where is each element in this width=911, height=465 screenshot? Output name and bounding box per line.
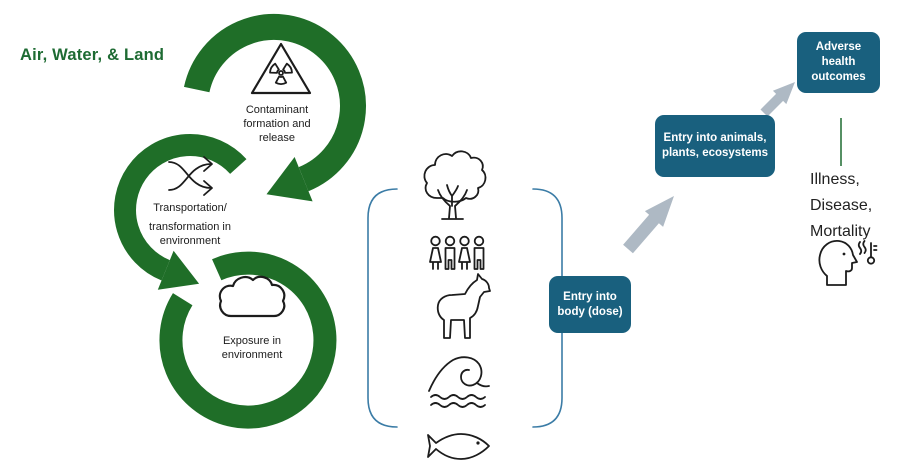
adverse-health-outcomes-box: Adverse health outcomes [797,32,880,93]
illness-disease-mortality-label: Illness, Disease, Mortality [810,171,873,240]
fish-icon [427,433,490,460]
left-bracket [367,188,398,428]
sick-person-icon [818,240,878,286]
horse-icon [436,273,491,339]
tree-icon [423,150,487,220]
shuffle-arrows-icon [168,156,213,196]
cycle-step-label-transport: Transportation/ transformation in enviro… [149,202,231,247]
cycle-arrow-exposure [159,251,337,429]
cycle-arrow-contaminant [183,14,366,202]
cycle-step-label-exposure: Exposure in environment [221,335,283,361]
ocean-wave-icon [428,356,490,408]
cycle-step-label-contaminant: Contaminant formation and release [243,104,311,144]
cloud-icon [218,275,286,318]
flow-arrow-to-outcomes [760,82,795,117]
diagram-title: Air, Water, & Land [20,46,165,64]
entry-into-ecosystems-box: Entry into animals, plants, ecosystems [655,115,775,177]
people-group-icon [429,235,485,270]
flow-arrow-to-ecosystems [623,196,674,254]
entry-into-body-box: Entry into body (dose) [549,276,631,333]
cycle-arrow-transport [114,134,247,290]
radiation-hazard-icon [250,42,312,95]
